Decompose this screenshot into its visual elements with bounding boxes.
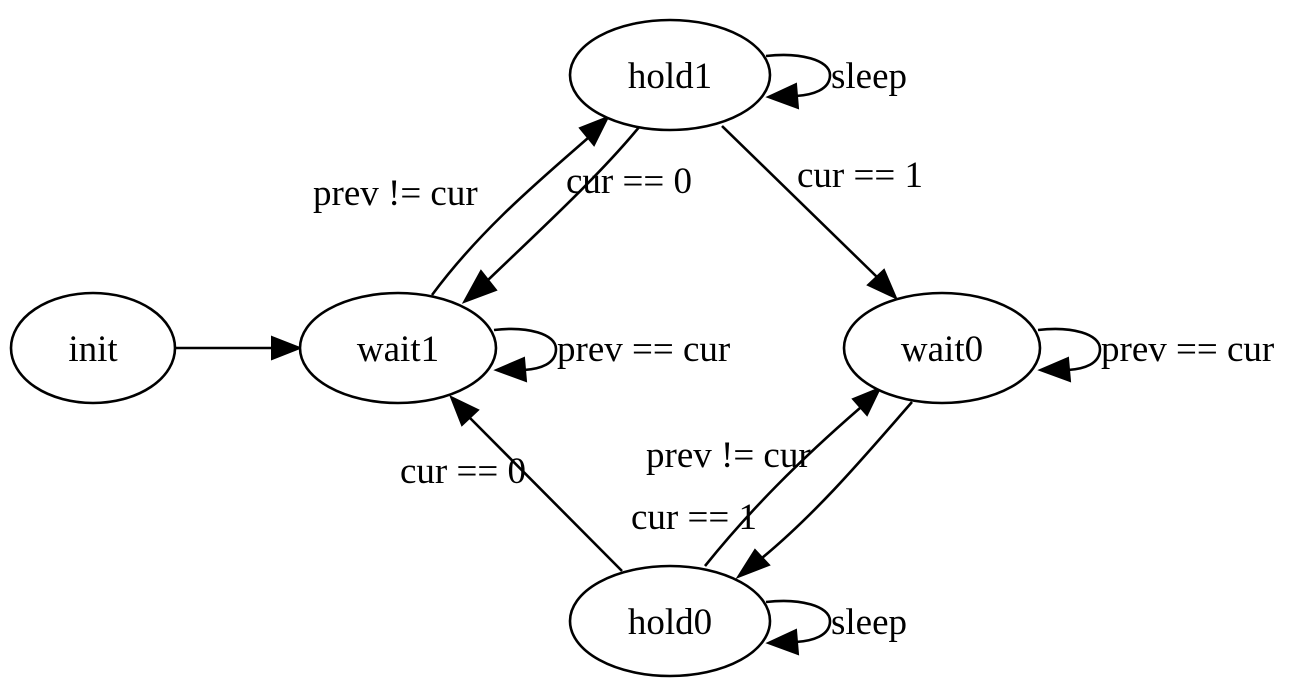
edge-label: prev != cur: [313, 173, 478, 214]
edge-label: cur == 0: [566, 161, 692, 202]
node-label: hold0: [628, 602, 712, 643]
edge-label: cur == 0: [400, 451, 526, 492]
edge-hold0-wait1: cur == 0: [400, 394, 623, 572]
node-label: wait1: [357, 329, 439, 370]
arrowhead: [493, 356, 528, 383]
edge-hold0-wait0: cur == 1: [631, 386, 883, 567]
edge-label: prev == cur: [1101, 329, 1274, 370]
arrowhead: [765, 82, 800, 110]
node-init[interactable]: init: [9, 291, 177, 405]
edge-hold0-self: sleep: [765, 599, 907, 656]
edge-init-wait1: [176, 335, 303, 361]
arrowhead: [735, 548, 771, 580]
edge-wait1-self: prev == cur: [493, 327, 730, 383]
node-hold1[interactable]: hold1: [568, 18, 772, 132]
node-label: init: [68, 329, 118, 370]
node-hold0[interactable]: hold0: [568, 564, 772, 678]
edge-wait0-self: prev == cur: [1037, 327, 1274, 383]
edge-hold1-wait0: cur == 1: [721, 125, 923, 301]
arrowhead: [866, 268, 898, 301]
arrowhead: [851, 386, 883, 417]
node-label: hold1: [628, 56, 712, 97]
arrowhead: [578, 115, 611, 147]
arrowhead: [449, 394, 480, 427]
edge-hold1-self: sleep: [765, 53, 907, 110]
edge-wait0-hold0: prev != cur: [646, 401, 913, 580]
arrowhead: [1037, 356, 1072, 383]
node-wait0[interactable]: wait0: [842, 291, 1042, 405]
edge-label: prev != cur: [646, 435, 811, 476]
edge-label: sleep: [831, 602, 907, 643]
edge-label: cur == 1: [631, 497, 757, 538]
edge-label: cur == 1: [797, 155, 923, 196]
arrowhead: [461, 269, 498, 304]
node-label: wait0: [901, 329, 983, 370]
edge-wait1-hold1: prev != cur: [313, 115, 611, 296]
edge-hold1-wait1: cur == 0: [461, 125, 692, 304]
node-wait1[interactable]: wait1: [298, 291, 498, 405]
arrowhead: [271, 335, 303, 361]
edge-label: prev == cur: [557, 329, 730, 370]
edge-label: sleep: [831, 56, 907, 97]
arrowhead: [765, 628, 800, 656]
